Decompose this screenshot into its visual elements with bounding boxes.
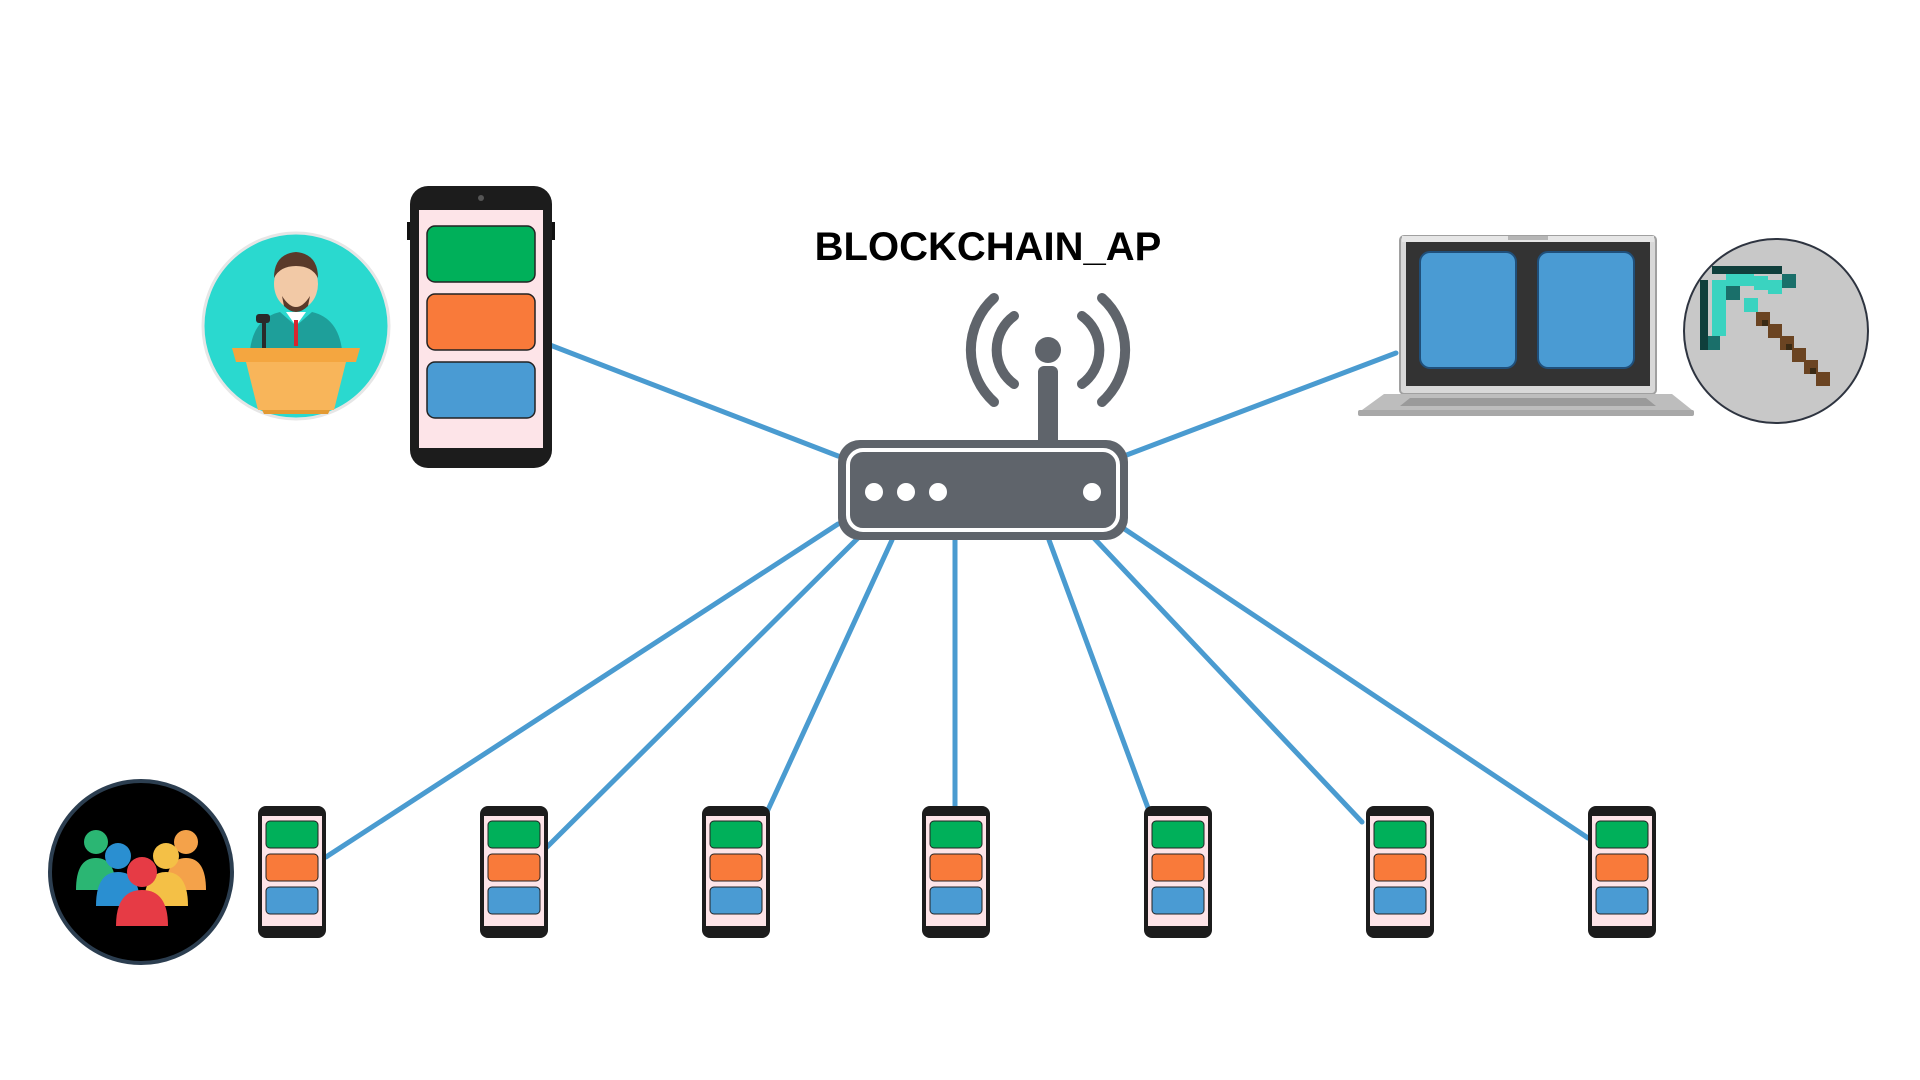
smartphone-icon (407, 186, 555, 468)
smartphone-icon (1365, 805, 1435, 939)
smartphone-icon (701, 805, 771, 939)
smartphone-icon (257, 805, 327, 939)
link-voter-2 (541, 535, 861, 853)
router-icon (838, 293, 1131, 540)
link-voter-5 (1046, 537, 1151, 811)
laptop-icon (1358, 235, 1694, 416)
smartphone-icon (479, 805, 549, 939)
link-voter-6 (1089, 533, 1365, 825)
link-speaker (547, 342, 841, 459)
smartphone-icon (1143, 805, 1213, 939)
link-voter-7 (1117, 523, 1591, 841)
diagram-title: BLOCKCHAIN_AP (815, 225, 1162, 269)
link-voter-1 (323, 521, 841, 860)
crowd-icon (48, 779, 234, 965)
network-links (323, 342, 1591, 860)
smartphone-icon (921, 805, 991, 939)
smartphone-icon (1587, 805, 1657, 939)
speaker-icon (201, 231, 391, 421)
link-miner (1121, 350, 1399, 459)
link-voter-3 (764, 537, 895, 815)
pickaxe-icon (1683, 238, 1869, 424)
voter-devices (257, 805, 1657, 939)
